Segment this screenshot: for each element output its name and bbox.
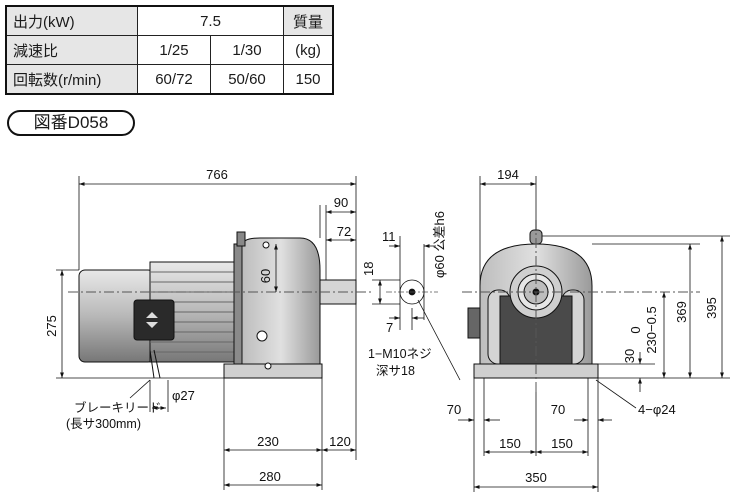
dim-395: 395 [704,297,719,319]
dim-230: 230 [257,434,279,449]
side-dimension-texts: 766 90 72 275 60 230 120 280 φ27 ブレーキリード… [44,167,351,484]
speed-b: 50/60 [210,64,284,95]
tap-note-1: 1−M10ネジ [368,347,432,361]
figure-number-label: 図番D058 [7,110,135,136]
dim-60: 60 [258,269,273,283]
speed-label: 回転数(r/min) [5,64,138,95]
mass-unit: (kg) [283,35,334,65]
spec-table: 出力(kW) 7.5 質量 減速比 1/25 1/30 (kg) 回転数(r/m… [5,5,334,95]
dim-280: 280 [259,469,281,484]
side-dimensions [56,176,357,490]
dim-70-right: 70 [551,402,565,417]
dim-275: 275 [44,315,59,337]
dim-194: 194 [497,167,519,182]
brake-lead-note-2: (長サ300mm) [66,417,141,431]
dim-120: 120 [329,434,351,449]
front-dimensions [458,176,730,492]
dim-150-right: 150 [551,436,573,451]
tap-note-2: 深サ18 [376,364,415,378]
ratio-a: 1/25 [137,35,211,65]
dim-7: 7 [386,320,393,335]
brake-lead-note-1: ブレーキリード [74,400,162,415]
shaft-detail-texts: 11 18 7 φ60 公差h6 1−M10ネジ 深サ18 [361,211,447,378]
dim-tolerance-upper: 0 [628,326,643,333]
mass-value: 150 [283,64,334,95]
dim-overall-length: 766 [206,167,228,182]
dim-phi27: φ27 [172,388,195,403]
dim-shaft-tolerance: φ60 公差h6 [432,211,447,278]
shaft-detail [372,236,461,381]
terminal-box [133,299,175,341]
front-dimension-texts: 194 369 395 0 230−0.5 30 70 70 150 150 3… [447,167,719,485]
dim-72: 72 [337,224,351,239]
side-foot [223,363,323,379]
dim-230-tolerance: 230−0.5 [644,306,659,353]
eye-bolt [236,231,246,247]
dim-30: 30 [622,349,637,363]
front-view [462,220,700,392]
dim-369: 369 [674,301,689,323]
dim-18: 18 [361,262,376,276]
speed-a: 60/72 [137,64,211,95]
ratio-b: 1/30 [210,35,284,65]
dim-350: 350 [525,470,547,485]
mass-header: 質量 [283,5,334,36]
side-view [68,231,372,379]
dim-11: 11 [382,229,396,244]
dim-150-left: 150 [499,436,521,451]
dim-70-left: 70 [447,402,461,417]
dim-90: 90 [334,195,348,210]
ratio-label: 減速比 [5,35,138,65]
motor-flange [233,243,243,365]
dim-holes: 4−φ24 [638,402,676,417]
gear-housing [241,237,321,365]
brake-lead [149,349,161,379]
